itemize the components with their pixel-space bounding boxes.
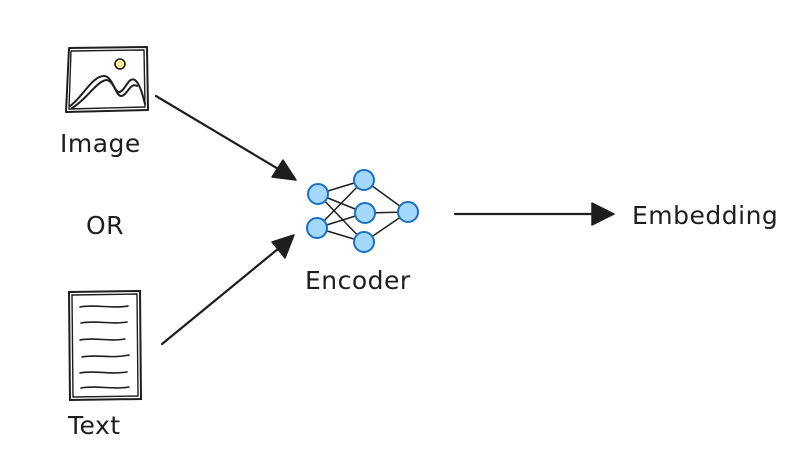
document-icon	[67, 289, 143, 402]
network-node	[397, 201, 419, 223]
network-node	[353, 231, 375, 253]
arrowhead	[271, 234, 295, 259]
arrow-image-to-encoder	[154, 94, 287, 175]
network-node	[354, 202, 376, 224]
network-node	[307, 183, 329, 205]
or-label: OR	[86, 211, 125, 240]
arrowhead	[271, 159, 297, 181]
embedding-label: Embedding	[632, 201, 779, 230]
image-label: Image	[60, 129, 141, 158]
text-label: Text	[68, 411, 121, 440]
network-node	[353, 169, 375, 191]
encoder-label: Encoder	[305, 266, 411, 295]
arrow-text-to-encoder	[160, 242, 286, 346]
picture-icon	[65, 46, 149, 113]
neural-network-icon	[306, 169, 419, 253]
arrowhead	[591, 202, 615, 226]
network-node	[306, 217, 328, 239]
